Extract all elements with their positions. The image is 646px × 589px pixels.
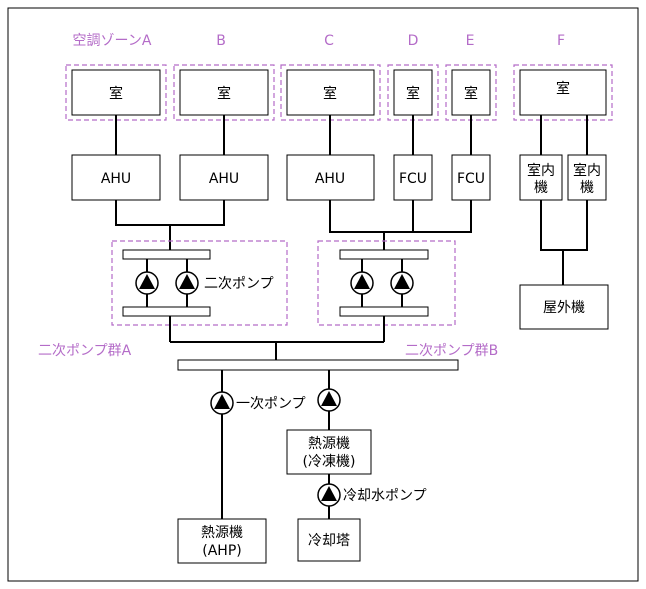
pump-icon: [210, 391, 234, 415]
ahp-label-line2: (AHP): [202, 543, 241, 559]
ahu-c: AHU: [315, 171, 345, 187]
pump-icon: [317, 483, 341, 507]
secondary-pump-group-a-frame: [111, 240, 288, 326]
room-e: 室: [464, 85, 478, 102]
main-header: [177, 359, 459, 371]
indoor-unit-1-line2: 機: [534, 180, 548, 196]
header-b-lower: [339, 306, 429, 317]
room-connections: [115, 115, 588, 155]
pump-icons: [135, 271, 414, 507]
secondary-pump-label: 二次ポンプ: [204, 276, 274, 292]
indoor-unit-2-line1: 室内: [573, 162, 601, 179]
zone-label-a: 空調ゾーンA: [73, 33, 152, 49]
diagram-frame: [7, 7, 639, 582]
primary-pump-label: 一次ポンプ: [236, 396, 306, 412]
secondary-group-a-label: 二次ポンプ群A: [38, 343, 132, 359]
indoor-unit-2-line2: 機: [580, 180, 594, 196]
pump-icon: [135, 271, 159, 295]
room-f: 室: [556, 80, 570, 97]
main-header-piping: [169, 316, 385, 360]
terminal-piping: [115, 200, 588, 285]
ahp-label-line1: 熱源機: [201, 525, 243, 541]
zone-label-e: E: [466, 33, 475, 49]
room-b: 室: [217, 85, 231, 102]
secondary-group-b-label: 二次ポンプ群B: [405, 343, 498, 359]
ahp-box: [177, 518, 267, 564]
ahu-b: AHU: [209, 171, 239, 187]
room-a: 室: [109, 85, 123, 102]
secondary-pump-group-b-frame: [317, 240, 456, 326]
pump-icon: [175, 271, 199, 295]
header-a-lower: [122, 306, 211, 317]
indoor-unit-1-line1: 室内: [527, 162, 555, 179]
chiller-label-line1: 熱源機: [308, 436, 350, 452]
zone-label-b: B: [216, 33, 226, 49]
room-c: 室: [323, 85, 337, 102]
cooling-tower-box: [297, 518, 361, 562]
chiller-label-line2: (冷凍機): [303, 454, 356, 470]
zone-label-c: C: [324, 33, 334, 49]
zone-label-f: F: [557, 33, 565, 49]
zone-label-d: D: [408, 33, 419, 49]
fcu-e: FCU: [457, 171, 485, 187]
pump-icon: [390, 271, 414, 295]
header-a-upper: [122, 249, 211, 260]
header-b-upper: [339, 249, 429, 260]
terminal-unit-boxes: [71, 154, 607, 201]
room-boxes: [71, 69, 607, 116]
fcu-d: FCU: [399, 171, 427, 187]
pump-icon: [350, 271, 374, 295]
cooling-water-pump-label: 冷却水ポンプ: [343, 488, 427, 504]
room-d: 室: [406, 85, 420, 102]
outdoor-unit-label: 屋外機: [543, 300, 585, 316]
cooling-tower-label: 冷却塔: [308, 533, 350, 549]
ahu-a: AHU: [101, 171, 131, 187]
outdoor-unit-box: [519, 284, 609, 330]
chiller-box: [286, 429, 372, 475]
pump-icon: [317, 388, 341, 412]
